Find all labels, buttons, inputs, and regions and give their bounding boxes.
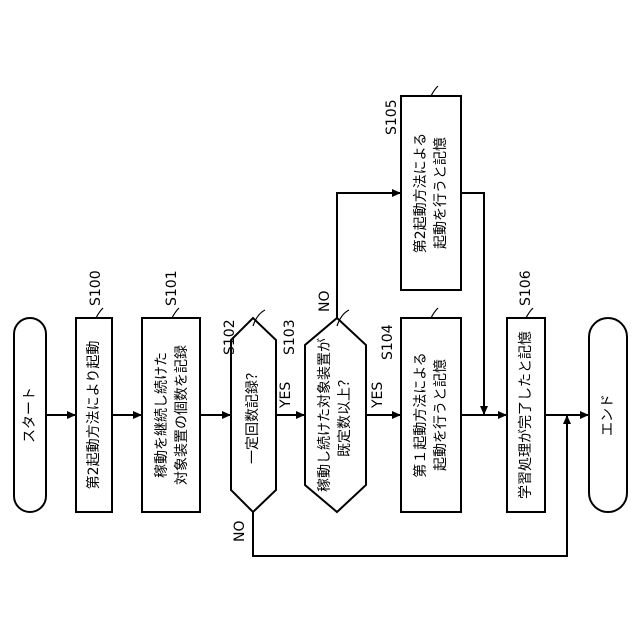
end-label: エンド <box>600 394 616 436</box>
step-s101-leader <box>172 308 179 318</box>
step-s105-label-line1: 第2起動方法による <box>412 133 429 254</box>
step-s105-label-line2: 起動を行うと記憶 <box>432 137 449 249</box>
step-s106-leader <box>526 308 533 318</box>
step-s105-leader <box>431 86 438 96</box>
step-s103-decision <box>305 318 366 512</box>
connector-s103-s105-no <box>337 193 401 318</box>
step-s100-number: S100 <box>88 270 104 306</box>
step-s105-box <box>401 96 461 290</box>
step-s101-label-line1: 稼動を継続し続けた <box>153 352 170 478</box>
step-s104-label-line2: 起動を行うと記憶 <box>432 359 449 471</box>
step-s105-number: S105 <box>384 99 400 135</box>
step-s101-label-line2: 対象装置の個数を記録 <box>173 345 190 485</box>
s103-yes-label: YES <box>370 382 386 409</box>
step-s102-label: 一定回数記録？ <box>244 366 261 464</box>
step-s106-label: 学習処理が完了したと記憶 <box>517 331 534 499</box>
step-s101-box <box>142 318 200 512</box>
step-s106-number: S106 <box>518 270 534 306</box>
s102-yes-label: YES <box>278 382 294 409</box>
step-s103-label-line2: 既定数以上？ <box>337 373 353 457</box>
s103-no-label: NO <box>317 291 333 313</box>
step-s103-number: S103 <box>282 319 298 355</box>
step-s101-number: S101 <box>164 270 180 306</box>
step-s104-box <box>401 318 461 512</box>
step-s104-leader <box>431 308 438 318</box>
step-s100-leader <box>96 308 103 318</box>
step-s103-label-line1: 稼動し続けた対象装置が <box>316 338 333 492</box>
step-s104-label-line1: 第１起動方法による <box>412 352 429 478</box>
step-s104-number: S104 <box>380 324 396 360</box>
step-s102-number: S102 <box>222 319 238 355</box>
connector-s105-s106 <box>461 193 484 415</box>
start-label: スタート <box>22 387 38 443</box>
s102-no-label: NO <box>232 521 248 543</box>
step-s100-label: 第2起動方法により起動 <box>85 341 102 490</box>
